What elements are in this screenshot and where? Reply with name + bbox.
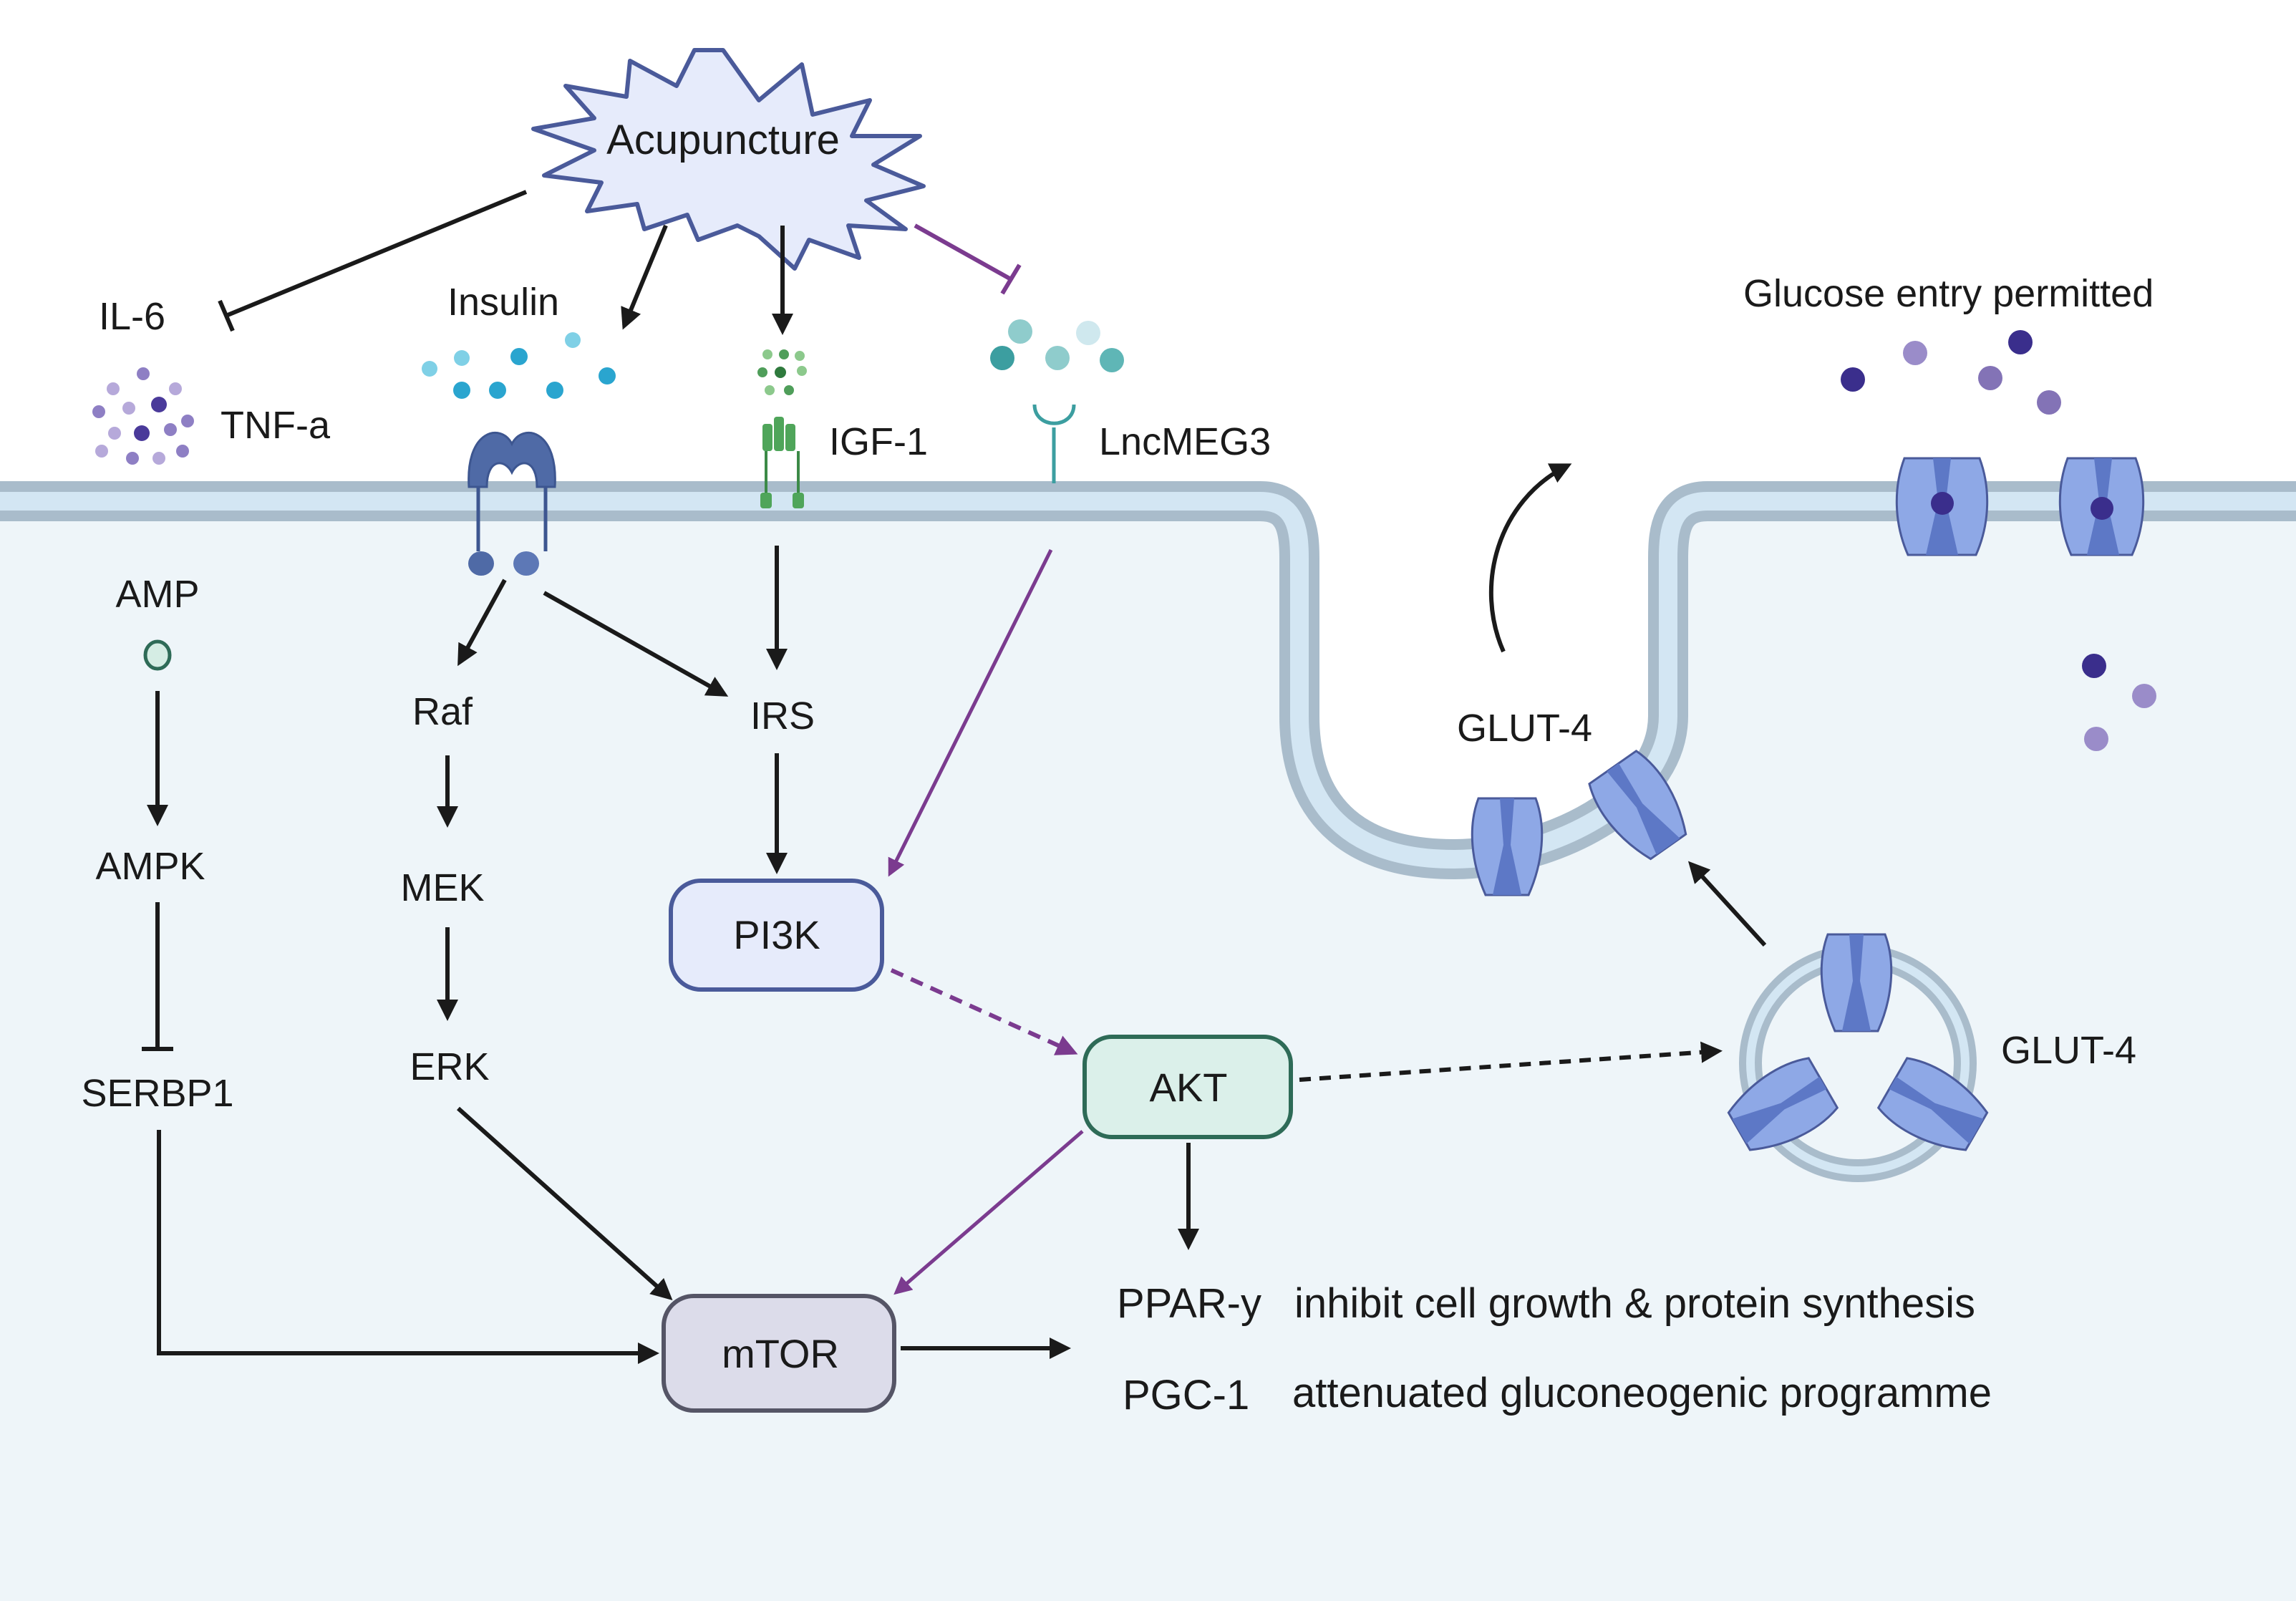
outcome-effect-1: inhibit cell growth & protein synthesis xyxy=(1294,1280,1975,1327)
igf1-particles xyxy=(757,349,807,395)
irs-label: IRS xyxy=(750,695,815,737)
pi3k-label: PI3K xyxy=(733,912,820,957)
insulin-label: Insulin xyxy=(447,281,559,324)
igf1-label: IGF-1 xyxy=(829,420,928,463)
amp-label: AMP xyxy=(115,573,199,616)
inhibit-lncmeg3-bar xyxy=(1000,263,1022,295)
outcome-factor-2: PGC-1 xyxy=(1123,1372,1249,1418)
insulin-receptor xyxy=(468,432,556,576)
inhibit-lncmeg3-line xyxy=(914,223,1012,281)
akt-label: AKT xyxy=(1150,1065,1228,1110)
tnfa-label: TNF-a xyxy=(221,404,331,447)
il6-label: IL-6 xyxy=(99,295,165,338)
mtor-label: mTOR xyxy=(722,1331,839,1376)
arrow-to-insulin xyxy=(621,224,668,330)
glut4-vesicle-transporter-left xyxy=(1727,1057,1839,1151)
glut4-vesicle-transporter-right xyxy=(1876,1057,1989,1151)
glucose-particles-inside xyxy=(2082,654,2156,751)
pi3k-node xyxy=(669,879,884,992)
arrow-akt-glut4-vesicle xyxy=(1299,1041,1723,1082)
glucose-label: Glucose entry permitted xyxy=(1743,272,2154,315)
inhibit-il6-line xyxy=(226,190,528,317)
arrow-serbp1-mtor xyxy=(157,1130,659,1364)
acupuncture-label: Acupuncture xyxy=(606,117,840,163)
inhibit-il6-bar xyxy=(218,299,235,332)
amp-molecule xyxy=(143,639,172,671)
glut4-membrane-transporter-1 xyxy=(1895,457,1989,556)
lncmeg3-particles xyxy=(990,319,1124,372)
ampk-label: AMPK xyxy=(95,845,205,888)
glucose-particles-outside xyxy=(1841,330,2061,415)
acupuncture-starburst xyxy=(531,48,926,271)
erk-label: ERK xyxy=(410,1045,489,1088)
igf1-receptor xyxy=(760,417,804,508)
arrow-receptor-raf xyxy=(457,579,507,667)
lncmeg3-receptor xyxy=(1032,404,1076,483)
serbp1-label: SERBP1 xyxy=(81,1072,233,1115)
outcome-effect-2: attenuated gluconeogenic programme xyxy=(1292,1370,1992,1416)
arrow-akt-mtor xyxy=(893,1130,1084,1295)
glut4-pocket-transporter-2 xyxy=(1588,749,1687,861)
mtor-node xyxy=(662,1294,896,1413)
lncmeg3-label: LncMEG3 xyxy=(1099,420,1271,463)
arrow-lncmeg3-pi3k xyxy=(888,548,1053,877)
tnfa-particles xyxy=(92,367,194,465)
akt-node xyxy=(1082,1035,1293,1139)
glut4-vesicle-label: GLUT-4 xyxy=(2001,1029,2136,1072)
cell-membrane-inner xyxy=(0,492,2296,869)
glut4-pocket-label: GLUT-4 xyxy=(1457,707,1592,750)
arrow-erk-mtor xyxy=(456,1106,673,1301)
mek-label: MEK xyxy=(400,866,484,909)
arrow-vesicle-to-membrane xyxy=(1687,861,1767,947)
arrow-pi3k-akt xyxy=(890,968,1078,1055)
glut4-pocket-transporter-1 xyxy=(1471,797,1544,896)
insulin-particles xyxy=(422,332,616,399)
raf-label: Raf xyxy=(412,690,473,733)
glut4-vesicle-transporter-top xyxy=(1820,933,1893,1032)
arrow-receptor-irs xyxy=(543,591,729,697)
exocytosis-arrow xyxy=(1488,463,1572,653)
outcome-factor-1: PPAR-y xyxy=(1117,1280,1261,1327)
glut4-membrane-transporter-2 xyxy=(2058,457,2145,556)
